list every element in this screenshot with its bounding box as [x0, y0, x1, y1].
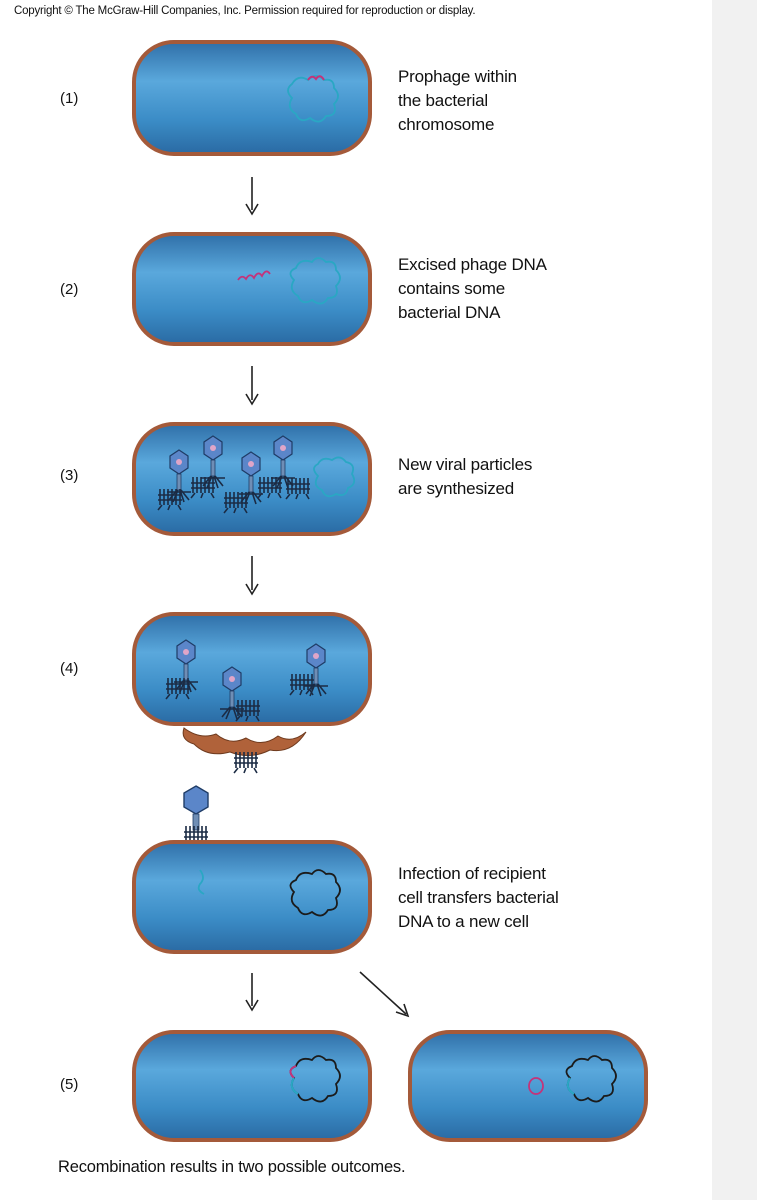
step-number-5: (5): [60, 1076, 79, 1093]
prophage-dna: [307, 75, 325, 81]
excised-phage-dna: [237, 270, 271, 281]
injected-dna-in-cell: [197, 869, 205, 895]
step-number-2: (2): [60, 281, 79, 298]
caption-infection: Infection of recipient cell transfers ba…: [398, 864, 559, 931]
integrated-segment: [289, 1065, 297, 1079]
arrow-down-4: [245, 973, 259, 1012]
arrow-down-2: [245, 366, 259, 406]
bacterial-cell-step-3: [132, 422, 372, 536]
page-edge-strip: [712, 0, 757, 1200]
bacterial-chromosome: [313, 456, 356, 498]
bacterial-dna-segment: [566, 1077, 575, 1095]
recipient-chromosome: [289, 869, 341, 917]
cell-lysis-debris: [182, 727, 307, 756]
integrated-bacterial-dna: [290, 1077, 299, 1095]
bacterial-chromosome: [287, 75, 339, 123]
copyright-notice: Copyright © The McGraw-Hill Companies, I…: [14, 5, 476, 17]
caption-new-particles: New viral particles are synthesized: [398, 455, 533, 498]
outcome-cell-integrated: [132, 1030, 372, 1142]
step-number-4: (4): [60, 660, 79, 677]
step-number-3: (3): [60, 467, 79, 484]
recombination-caption: Recombination results in two possible ou…: [58, 1158, 406, 1176]
caption-prophage: Prophage within the bacterial chromosome: [398, 67, 517, 134]
arrow-down-3: [245, 556, 259, 596]
arrow-diagonal: [359, 971, 410, 1018]
bacterial-chromosome: [289, 257, 341, 305]
bacterial-cell-step-1: [132, 40, 372, 156]
free-dna-circle: [528, 1077, 544, 1095]
bacterial-cell-step-2: [132, 232, 372, 346]
recipient-cell: [132, 840, 372, 954]
step-number-1: (1): [60, 90, 79, 107]
outcome-cell-plasmid: [408, 1030, 648, 1142]
caption-excised-dna: Excised phage DNA contains some bacteria…: [398, 255, 547, 322]
arrow-down-1: [245, 177, 259, 216]
bacterial-cell-step-4: [132, 612, 372, 774]
